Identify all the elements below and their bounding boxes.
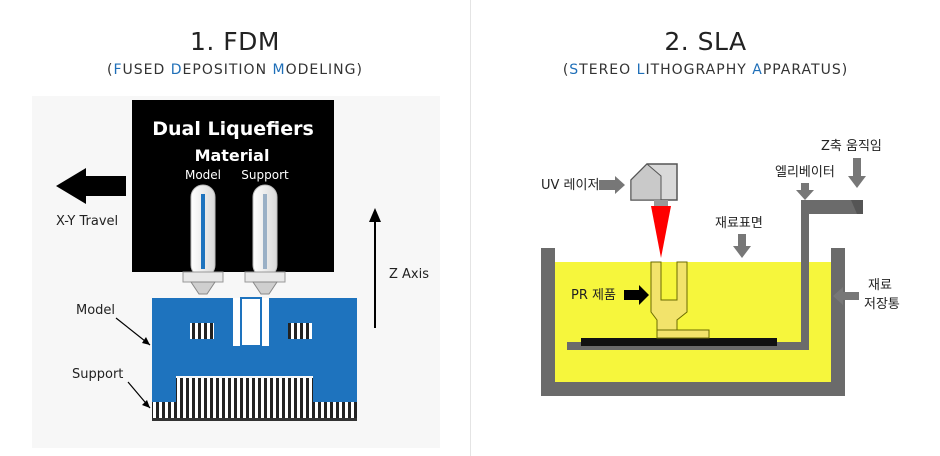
sla-resin-arrow-icon <box>733 234 751 258</box>
sla-pr-product-label: PR 제품 <box>571 288 616 303</box>
fdm-build-plate <box>152 418 357 421</box>
fdm-diagram: Dual Liquefiers Material Model Support X… <box>56 100 430 421</box>
fdm-liquefier-box <box>132 100 334 272</box>
sla-subtitle: (STEREO LITHOGRAPHY APPARATUS) <box>471 62 940 78</box>
fdm-z-axis-arrowhead-icon <box>369 208 381 222</box>
fdm-support-label: Support <box>72 367 123 382</box>
fdm-model-block <box>152 297 357 402</box>
sla-platform <box>581 338 777 346</box>
sla-pr-part <box>650 261 688 335</box>
sla-subtitle-close: ) <box>841 62 849 78</box>
sla-subtitle-ithography: ITHOGRAPHY <box>645 62 753 78</box>
fdm-nozzle-model-label: Model <box>185 168 221 182</box>
sla-title: 2. SLA <box>664 27 747 56</box>
fdm-subtitle-close: ) <box>356 62 363 78</box>
fdm-model-leader-head-icon <box>142 337 150 345</box>
fdm-box-material: Material <box>195 146 270 165</box>
fdm-panel: 1. FDM (FUSED DEPOSITION MODELING) <box>0 27 470 421</box>
fdm-xy-travel-label: X-Y Travel <box>56 214 118 229</box>
sla-uv-laser-label: UV 레이저 <box>541 178 599 193</box>
sla-diagram: UV 레이저 Z축 움직임 엘리베이터 재료표면 PR 제품 재료 저장통 <box>541 139 900 396</box>
sla-laser-beam <box>651 206 671 258</box>
fdm-subtitle-d: D <box>170 62 183 78</box>
fdm-model-label: Model <box>76 303 115 318</box>
fdm-support-leader-head-icon <box>142 400 150 408</box>
sla-vat-label-1: 재료 <box>868 278 892 293</box>
sla-subtitle-open: ( <box>562 62 570 78</box>
sla-panel: 2. SLA (STEREO LITHOGRAPHY APPARATUS) UV… <box>471 0 940 456</box>
fdm-title: 1. FDM <box>190 27 280 56</box>
fdm-support-base <box>152 402 357 418</box>
fdm-subtitle-f: F <box>113 62 123 78</box>
sla-subtitle-pparatus: PPARATUS <box>762 62 842 78</box>
sla-elevator-label: 엘리베이터 <box>775 165 835 180</box>
fdm-support-tube <box>244 184 286 295</box>
sla-vat-label-2: 저장통 <box>864 297 900 312</box>
fdm-subtitle-eposition: EPOSITION <box>182 62 273 78</box>
sla-part-base <box>656 329 710 339</box>
sla-subtitle-a: A <box>752 62 763 78</box>
sla-z-arrow-icon <box>848 158 866 188</box>
fdm-subtitle-odeling: ODELING <box>285 62 357 78</box>
sla-z-axis-move-label: Z축 움직임 <box>821 139 882 154</box>
sla-pr-arrow-icon <box>624 285 649 305</box>
sla-elevator-arrow-icon <box>796 183 814 200</box>
sla-laser-head <box>630 163 678 206</box>
sla-subtitle-tereo: TEREO <box>579 62 637 78</box>
panel-divider <box>470 0 471 456</box>
fdm-nozzle-support-label: Support <box>241 168 289 182</box>
sla-resin <box>555 262 831 382</box>
sla-uv-arrow-icon <box>599 176 625 194</box>
fdm-subtitle-open: ( <box>107 62 114 78</box>
fdm-z-axis-label: Z Axis <box>389 267 429 282</box>
fdm-xy-travel-arrow-icon <box>56 168 126 204</box>
fdm-box-title: Dual Liquefiers <box>152 118 314 140</box>
fdm-subtitle-used: USED <box>122 62 171 78</box>
fdm-subtitle: (FUSED DEPOSITION MODELING) <box>0 62 470 78</box>
sla-resin-surface-label: 재료표면 <box>715 216 763 231</box>
sla-subtitle-s: S <box>569 62 580 78</box>
sla-elevator-cap <box>851 200 863 214</box>
fdm-model-tube <box>182 184 224 295</box>
fdm-subtitle-m: M <box>272 62 286 78</box>
sla-subtitle-l: L <box>636 62 646 78</box>
sla-vat-arrow-icon <box>833 287 859 305</box>
sla-elevator <box>567 200 863 350</box>
